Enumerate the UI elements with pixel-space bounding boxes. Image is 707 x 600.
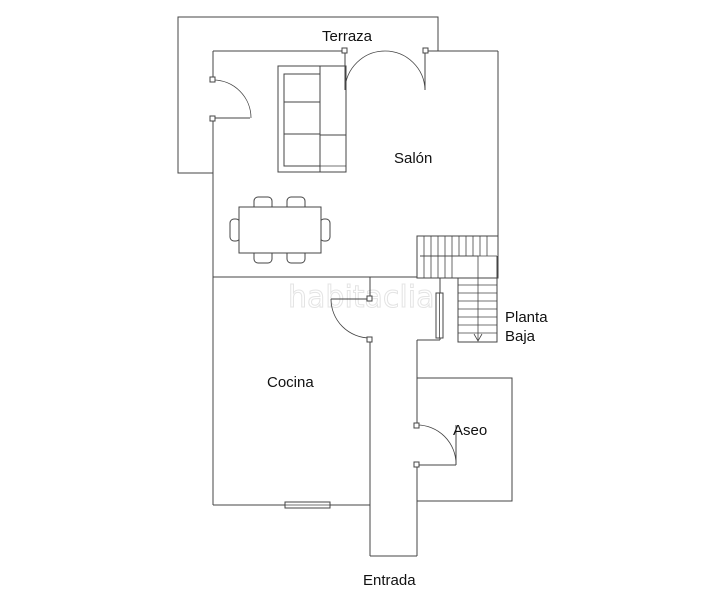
- label-baja: Baja: [505, 328, 536, 345]
- terraza-area: [177, 16, 439, 174]
- sofa: [277, 65, 347, 173]
- label-salon: Salón: [394, 150, 432, 167]
- aseo-walls: [417, 377, 513, 502]
- staircase: [416, 235, 499, 342]
- terrace-door: [341, 47, 429, 91]
- dining-table: [229, 196, 331, 264]
- west-door: [209, 76, 252, 122]
- label-aseo: Aseo: [453, 422, 487, 439]
- label-entrada: Entrada: [363, 572, 416, 589]
- watermark: habitaclia: [288, 280, 434, 315]
- kitchen-door: [330, 295, 373, 343]
- stair-window: [435, 292, 444, 339]
- kitchen-window: [284, 501, 331, 509]
- label-terraza: Terraza: [322, 28, 373, 45]
- label-cocina: Cocina: [267, 374, 314, 391]
- label-planta: Planta: [505, 309, 548, 326]
- aseo-door: [413, 422, 457, 468]
- interior-walls: [213, 276, 417, 298]
